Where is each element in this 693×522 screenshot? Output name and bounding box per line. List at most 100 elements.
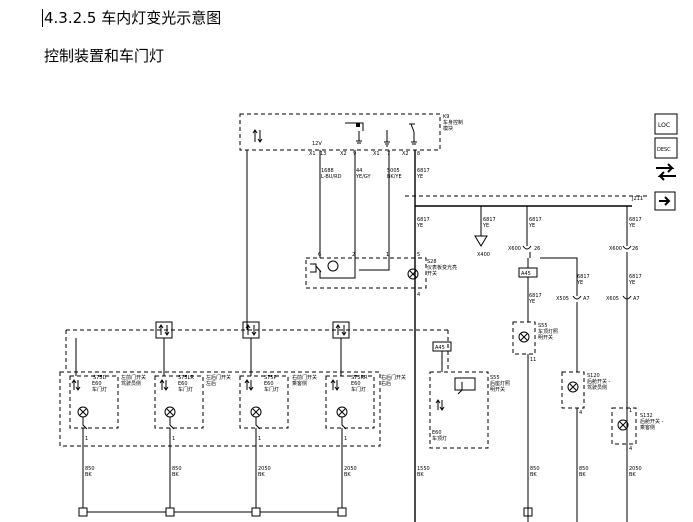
x600b-pin: 26 (632, 246, 638, 252)
s75p-pin: 1 (258, 436, 261, 442)
branch4-color: YE (628, 223, 635, 229)
branch-labels: 6817 YE 6817 YE 6817 YE 6817 YE (416, 217, 642, 229)
s120-code: S120 (587, 373, 600, 379)
wire1-color: L-BU/RD (321, 174, 342, 180)
section-heading: 控制装置和车门灯 (44, 47, 165, 65)
location-view-icon[interactable]: LOC (654, 113, 678, 135)
s132-name-2: 乘客侧 (640, 424, 655, 431)
module-code: K9 (443, 114, 449, 120)
x505-label: X505 (556, 296, 569, 302)
s28-pin-5: 5 (417, 252, 420, 258)
bottom-wire-3-circuit: 850 (579, 466, 589, 472)
branch-x600a[interactable] (526, 206, 531, 258)
wire-to-x505[interactable] (540, 257, 578, 296)
s75rr-name-2: 右后 (381, 380, 391, 387)
luggage-switch-s132[interactable]: 1 S132 后舱开关 - 乘客侧 4 2050 BK (611, 407, 664, 478)
bottom-wire-4-circuit: 2050 (629, 466, 642, 472)
s75rr-wire-color: BK (344, 472, 351, 478)
s75p-wire-color: BK (258, 472, 265, 478)
junction-a45-mid[interactable]: A45 (518, 267, 538, 278)
door-switch-s75d[interactable]: S75D E60 车门灯 左前门开关 驾驶员侧 1 850 BK (69, 338, 146, 508)
pin-num-4: 8 (417, 151, 420, 157)
svg-text:DESC: DESC (657, 147, 671, 153)
rear-switch-code: S55 (490, 375, 500, 381)
door-switch-s75rr[interactable]: S75RR E60 车门灯 右后门开关 右后 1 2050 BK (325, 338, 406, 508)
branch1-color: YE (416, 223, 423, 229)
s75lr-wire-color: BK (172, 472, 179, 478)
dome-lamp-switch-s55[interactable]: S55 车顶灯照 明开关 11 850 BK (512, 321, 558, 522)
s75lr-lamp-name: 车门灯 (178, 386, 193, 393)
body-control-module[interactable]: K9 车身控制 模块 12V (239, 113, 463, 151)
door-switch-s75p[interactable]: S75P E60 车门灯 右前门开关 乘客侧 1 2050 BK (239, 338, 317, 508)
s75rr-wire-circuit: 2050 (344, 466, 357, 472)
s75rr-lamp-code: E60 (351, 381, 361, 387)
pin-conn-4: X2 (402, 151, 409, 157)
branch4-circuit: 6817 (629, 217, 642, 223)
s120-name-1: 后舱开关 - (587, 378, 611, 385)
luggage-switch-s120[interactable]: S120 后舱开关 - 驾驶员侧 4 850 BK (561, 371, 611, 522)
s75rr-name-1: 右后门开关 (381, 374, 406, 381)
x600b-label: X600 (609, 246, 622, 252)
module-name-1: 车身控制 (443, 119, 463, 126)
side-icon-panel: LOC DESC (654, 113, 678, 211)
rheostat-icon (310, 258, 390, 279)
s75p-code: S75P (264, 375, 277, 381)
svg-text:6817: 6817 (529, 293, 542, 299)
svg-text:6817: 6817 (629, 274, 642, 280)
branch3-circuit: 6817 (529, 217, 542, 223)
dome-switch-code: S55 (538, 323, 548, 329)
s75rr-lamp-name: 车门灯 (351, 386, 366, 393)
dimmer-switch-s28[interactable]: 6 2 1 5 4 S28 仪表板变光亮 开关 (305, 252, 457, 298)
s75lr-name-2: 左后 (206, 380, 216, 387)
dome-pin: 11 (530, 357, 536, 363)
bottom-wire-2-color: BK (530, 472, 537, 478)
x600a-label: X600 (508, 246, 521, 252)
svg-text:YE: YE (576, 280, 583, 286)
lamp-module-code: E60 (432, 430, 442, 436)
s132-name-1: 后舱开关 - (640, 418, 664, 425)
a45-mid-label: A45 (521, 271, 531, 277)
x505-pin: A7 (583, 296, 590, 302)
splice-code: J211 (631, 196, 643, 202)
s132-code: S132 (640, 413, 653, 419)
branch2-circuit: 6817 (483, 217, 496, 223)
pin-conn-1: X1 (309, 151, 316, 157)
s28-name-2: 开关 (427, 270, 437, 277)
rear-lamp-switch-s55[interactable]: S55 后座灯照 明开关 E60 车顶灯 1550 BK (417, 371, 510, 478)
wire3-color: BK/YE (387, 174, 402, 180)
svg-text:YE: YE (528, 299, 535, 305)
s75d-name-2: 驾驶员侧 (121, 380, 141, 387)
splice-j211[interactable]: J211 (405, 195, 648, 207)
swap-arrows-icon[interactable] (656, 163, 676, 181)
s75d-lamp-name: 车门灯 (92, 386, 107, 393)
page-heading-text: 4.3.2.5 车内灯变光示意图 (44, 9, 222, 27)
x605-pin: A7 (633, 296, 640, 302)
s75d-lamp-code: E60 (92, 381, 102, 387)
bottom-wire-4-color: BK (629, 472, 636, 478)
s120-pin: 4 (579, 410, 582, 416)
svg-text:YE: YE (628, 280, 635, 286)
next-arrow-icon[interactable] (654, 191, 676, 211)
lamp-module-name: 车顶灯 (432, 435, 447, 442)
s75rr-pin: 1 (344, 436, 347, 442)
s28-pin-1: 1 (386, 252, 389, 258)
svg-text:LOC: LOC (658, 122, 670, 129)
data-arrows-icon (252, 129, 263, 143)
description-view-icon[interactable]: DESC (654, 137, 678, 159)
s75d-wire-color: BK (85, 472, 92, 478)
s28-pin-6: 6 (318, 252, 321, 258)
s75p-lamp-name: 车门灯 (264, 386, 279, 393)
bottom-wire-3-color: BK (579, 472, 586, 478)
pin-conn-3: X1 (373, 151, 380, 157)
s28-pin-2: 2 (352, 252, 355, 258)
wire2-circuit: 44 (356, 168, 362, 174)
bottom-wire-1-circuit: 1550 (417, 466, 430, 472)
rear-switch-name-2: 明开关 (490, 386, 505, 393)
s75lr-name-1: 左后门开关 (206, 374, 231, 381)
s75rr-code: S75RR (351, 375, 368, 381)
s75lr-pin: 1 (172, 436, 175, 442)
bottom-wire-1-color: BK (417, 472, 424, 478)
svg-text:6817: 6817 (577, 274, 590, 280)
wire4-circuit: 6817 (417, 168, 430, 174)
door-switch-s75lr[interactable]: S75LR E60 车门灯 左后门开关 左后 1 850 BK (154, 338, 231, 508)
